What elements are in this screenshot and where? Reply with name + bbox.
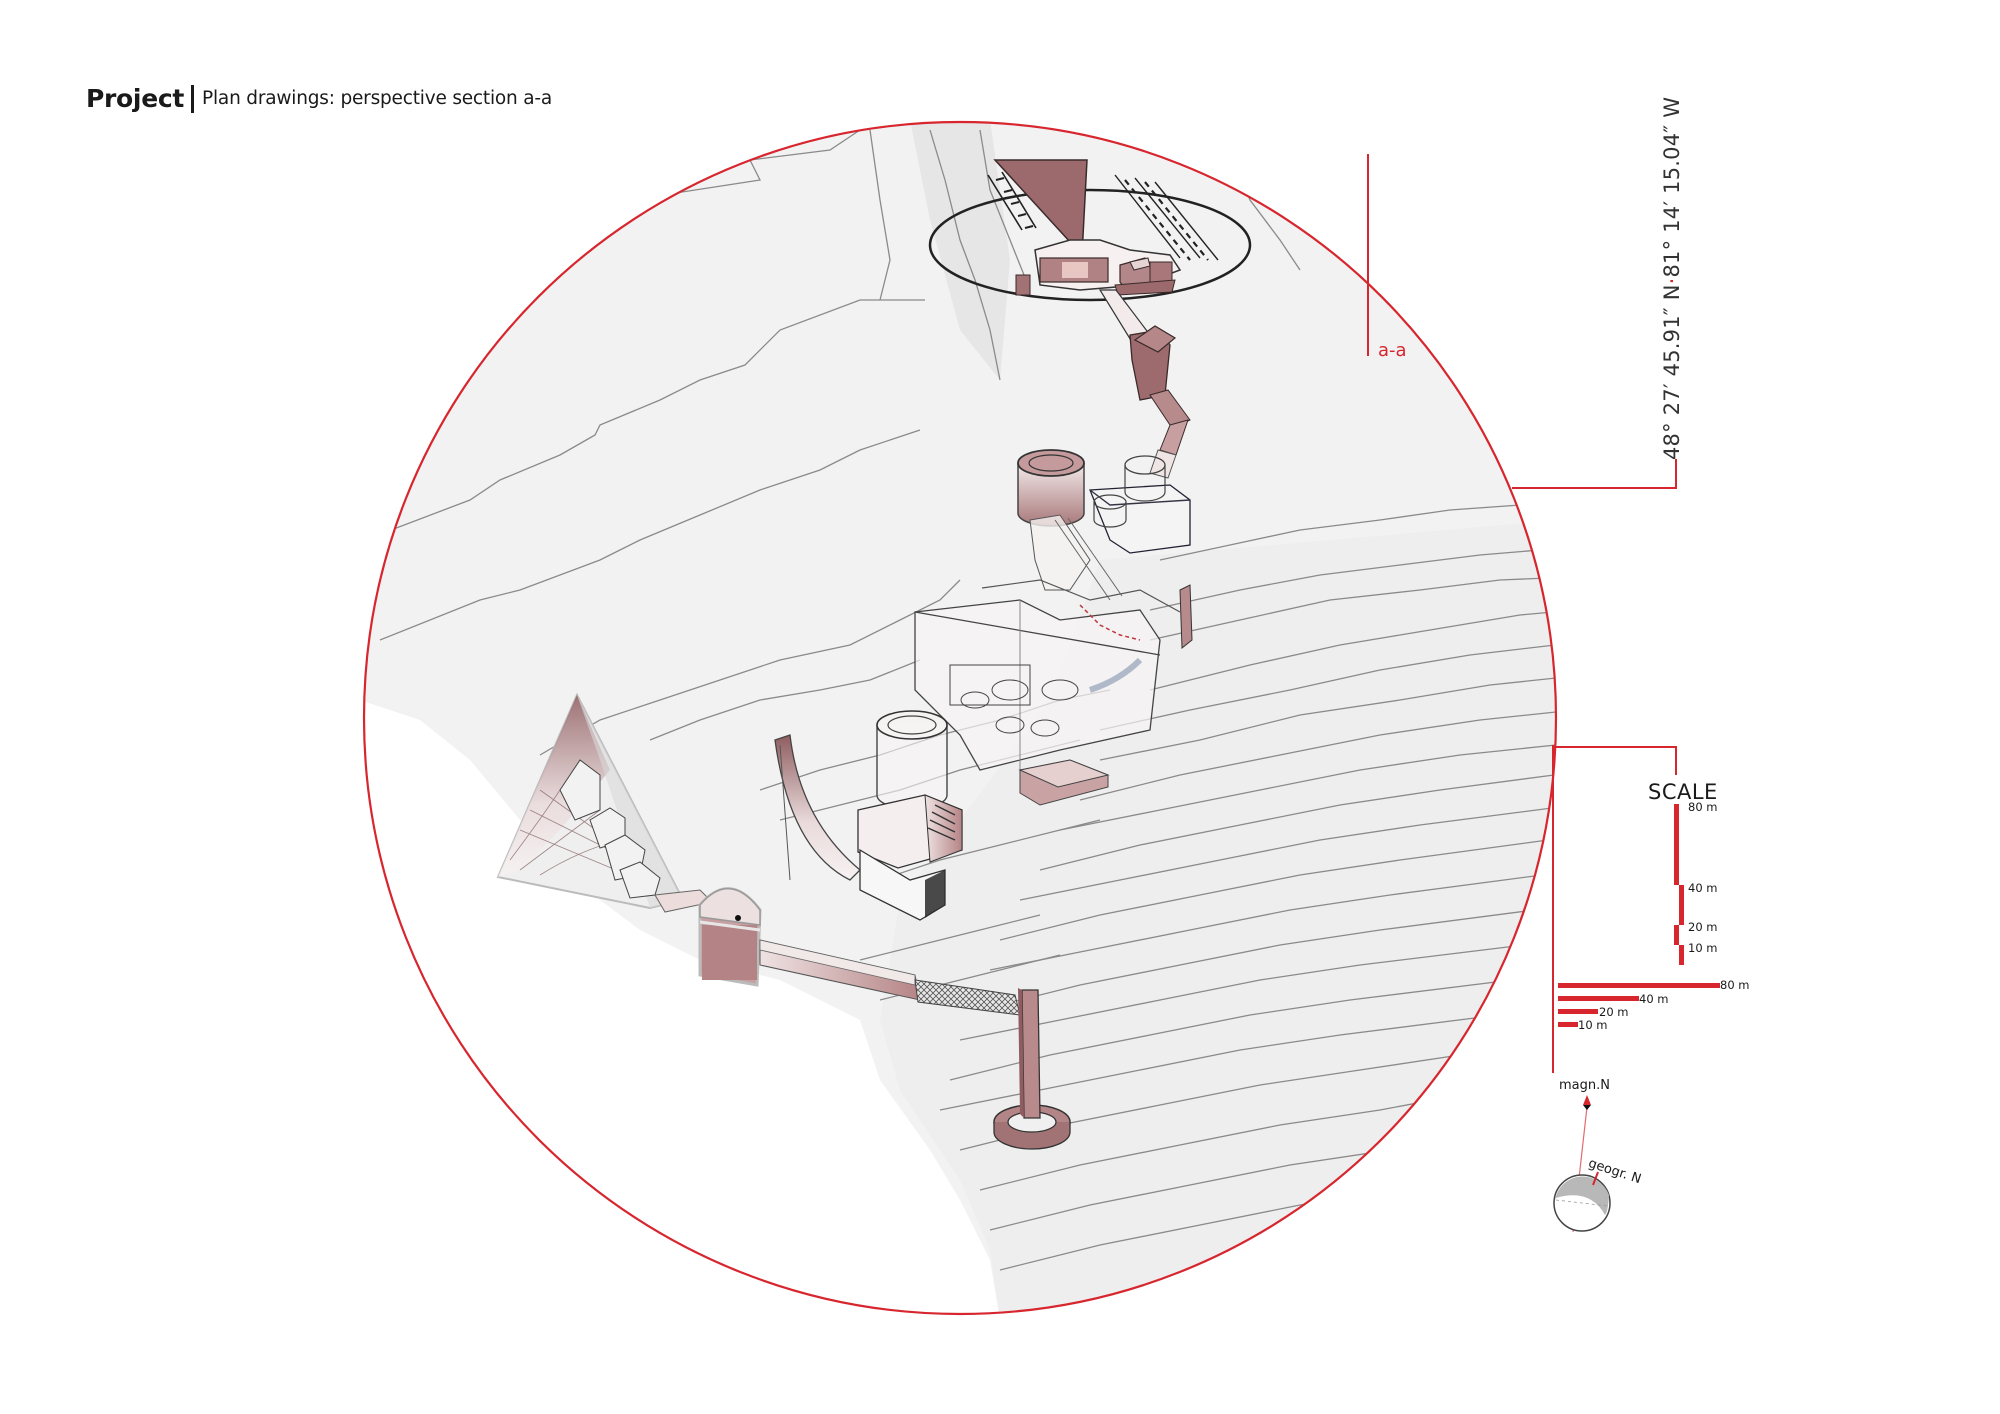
structure-pyramid-pavilion [496, 692, 685, 910]
magnetic-north-label: magn.N [1559, 1078, 1610, 1093]
coordinate-leader-line [1512, 459, 1677, 489]
site-coordinates: 48° 27′ 45.91″ N·81° 14′ 15.04″ W [1660, 97, 1684, 460]
project-title: Project [86, 84, 185, 113]
section-label: a-a [1378, 340, 1407, 361]
scale-leader-line [1553, 746, 1677, 775]
north-arrow [1553, 1095, 1611, 1233]
latitude: 48° 27′ 45.91″ N [1660, 284, 1684, 460]
vertical-scale-label-80: 80 m [1688, 800, 1718, 814]
horizontal-scale-label-10: 10 m [1578, 1018, 1608, 1032]
vertical-scale-label-10: 10 m [1688, 941, 1718, 955]
vertical-scale-label-20: 20 m [1688, 920, 1718, 934]
drawing-subtitle: Plan drawings: perspective section a-a [202, 88, 552, 109]
horizontal-scale-label-40: 40 m [1639, 992, 1669, 1006]
longitude: 81° 14′ 15.04″ W [1660, 96, 1684, 278]
page-header: Project Plan drawings: perspective secti… [86, 84, 552, 113]
structure-central-hall [914, 579, 1193, 806]
coordinate-separator: · [1660, 277, 1684, 285]
scale-title: SCALE [1648, 780, 1718, 804]
horizontal-scale-label-80: 80 m [1720, 978, 1750, 992]
structure-observatory-top [928, 159, 1252, 479]
structure-tunnel [759, 939, 1021, 1016]
horizontal-scale-bar [1558, 983, 1720, 1027]
vertical-scale-label-40: 40 m [1688, 881, 1718, 895]
title-separator [191, 84, 195, 113]
structure-dome-chamber [698, 887, 762, 987]
horizontal-scale-label-20: 20 m [1599, 1005, 1629, 1019]
vertical-scale-bar [1674, 804, 1684, 965]
magnetic-north-arrowhead-icon [1583, 1095, 1591, 1105]
section-circle [362, 120, 1558, 1316]
structure-ring-tower [993, 988, 1071, 1150]
structure-lower-cylinder [774, 710, 963, 921]
terrain [364, 122, 1556, 1314]
structure-cylinders [1017, 449, 1191, 601]
